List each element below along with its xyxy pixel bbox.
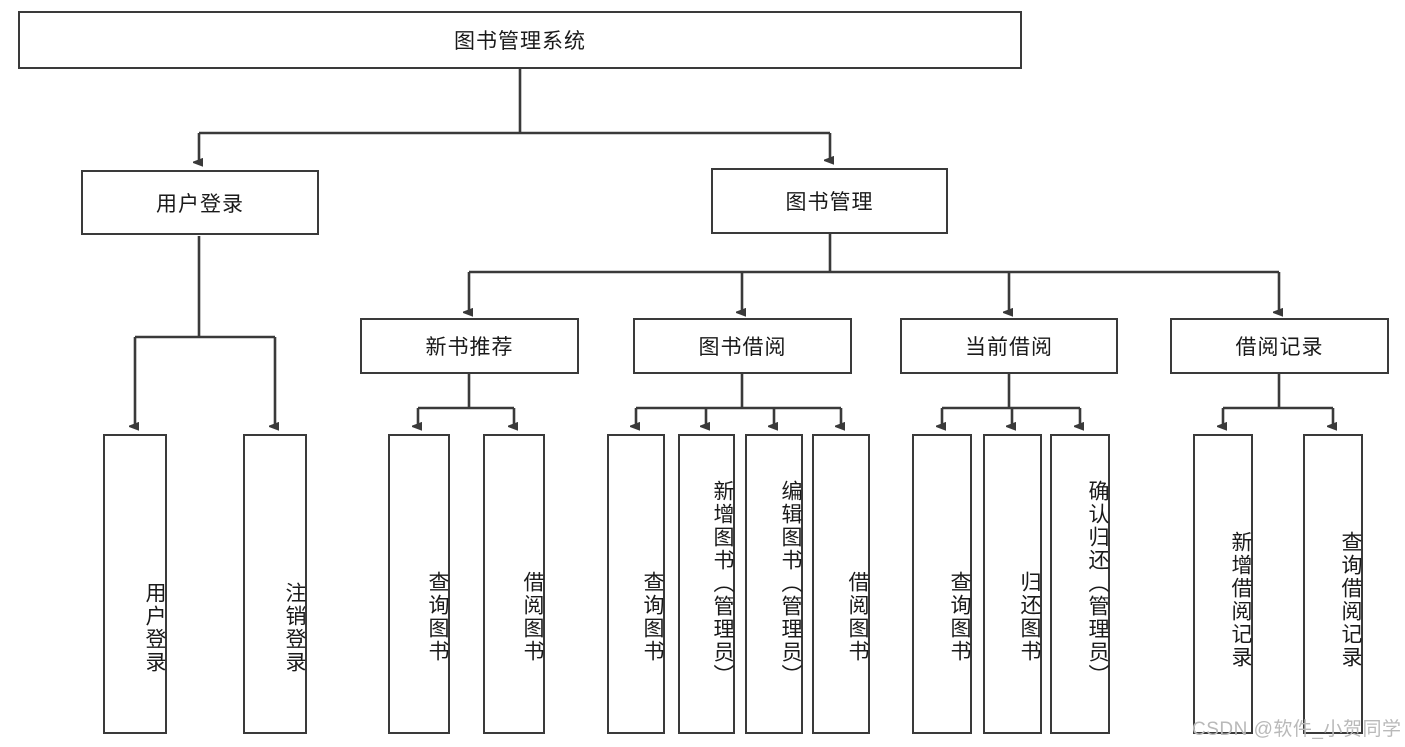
node-leaf-logout-login[interactable]: 注销登录 xyxy=(243,434,307,734)
node-leaf-edit-book[interactable]: 编辑图书（管理员） xyxy=(745,434,803,734)
node-label: 注销登录 xyxy=(283,582,306,674)
node-leaf-query-book-2[interactable]: 查询图书 xyxy=(607,434,665,734)
node-label: 归还图书 xyxy=(1018,571,1041,663)
node-borrow-record[interactable]: 借阅记录 xyxy=(1170,318,1389,374)
node-leaf-add-record[interactable]: 新增借阅记录 xyxy=(1193,434,1253,734)
node-leaf-query-book-3[interactable]: 查询图书 xyxy=(912,434,972,734)
node-label: 编辑图书（管理员） xyxy=(779,479,802,687)
node-leaf-query-book-1[interactable]: 查询图书 xyxy=(388,434,450,734)
node-book-management[interactable]: 图书管理 xyxy=(711,168,948,234)
node-label: 确认归还（管理员） xyxy=(1086,479,1109,687)
node-label: 借阅记录 xyxy=(1235,336,1324,359)
node-leaf-return-book[interactable]: 归还图书 xyxy=(983,434,1042,734)
node-label: 当前借阅 xyxy=(965,336,1053,359)
node-user-login[interactable]: 用户登录 xyxy=(81,170,319,235)
node-label: 用户登录 xyxy=(156,192,244,216)
node-label: 查询图书 xyxy=(948,571,971,663)
node-book-management-system[interactable]: 图书管理系统 xyxy=(18,11,1022,69)
node-leaf-confirm-return[interactable]: 确认归还（管理员） xyxy=(1050,434,1110,734)
node-label: 新增图书（管理员） xyxy=(711,479,734,687)
node-label: 用户登录 xyxy=(143,582,166,674)
node-leaf-borrow-book-1[interactable]: 借阅图书 xyxy=(483,434,545,734)
node-new-book-recommend[interactable]: 新书推荐 xyxy=(360,318,579,374)
node-label: 查询图书 xyxy=(426,571,449,663)
node-label: 查询图书 xyxy=(641,571,664,663)
node-label: 图书管理 xyxy=(785,191,874,214)
node-label: 查询借阅记录 xyxy=(1339,531,1362,669)
node-label: 图书借阅 xyxy=(698,336,787,359)
node-label: 借阅图书 xyxy=(521,571,544,663)
node-label: 借阅图书 xyxy=(846,571,869,663)
csdn-watermark: CSDN @软件_小贺同学 xyxy=(1192,719,1402,740)
node-leaf-user-login[interactable]: 用户登录 xyxy=(103,434,167,734)
node-label: 新书推荐 xyxy=(425,336,514,359)
node-leaf-add-book[interactable]: 新增图书（管理员） xyxy=(678,434,735,734)
node-leaf-borrow-book-2[interactable]: 借阅图书 xyxy=(812,434,870,734)
node-current-borrow[interactable]: 当前借阅 xyxy=(900,318,1118,374)
node-label: 新增借阅记录 xyxy=(1229,531,1252,669)
node-leaf-query-record[interactable]: 查询借阅记录 xyxy=(1303,434,1363,734)
node-book-borrow[interactable]: 图书借阅 xyxy=(633,318,852,374)
node-label: 图书管理系统 xyxy=(454,30,586,53)
